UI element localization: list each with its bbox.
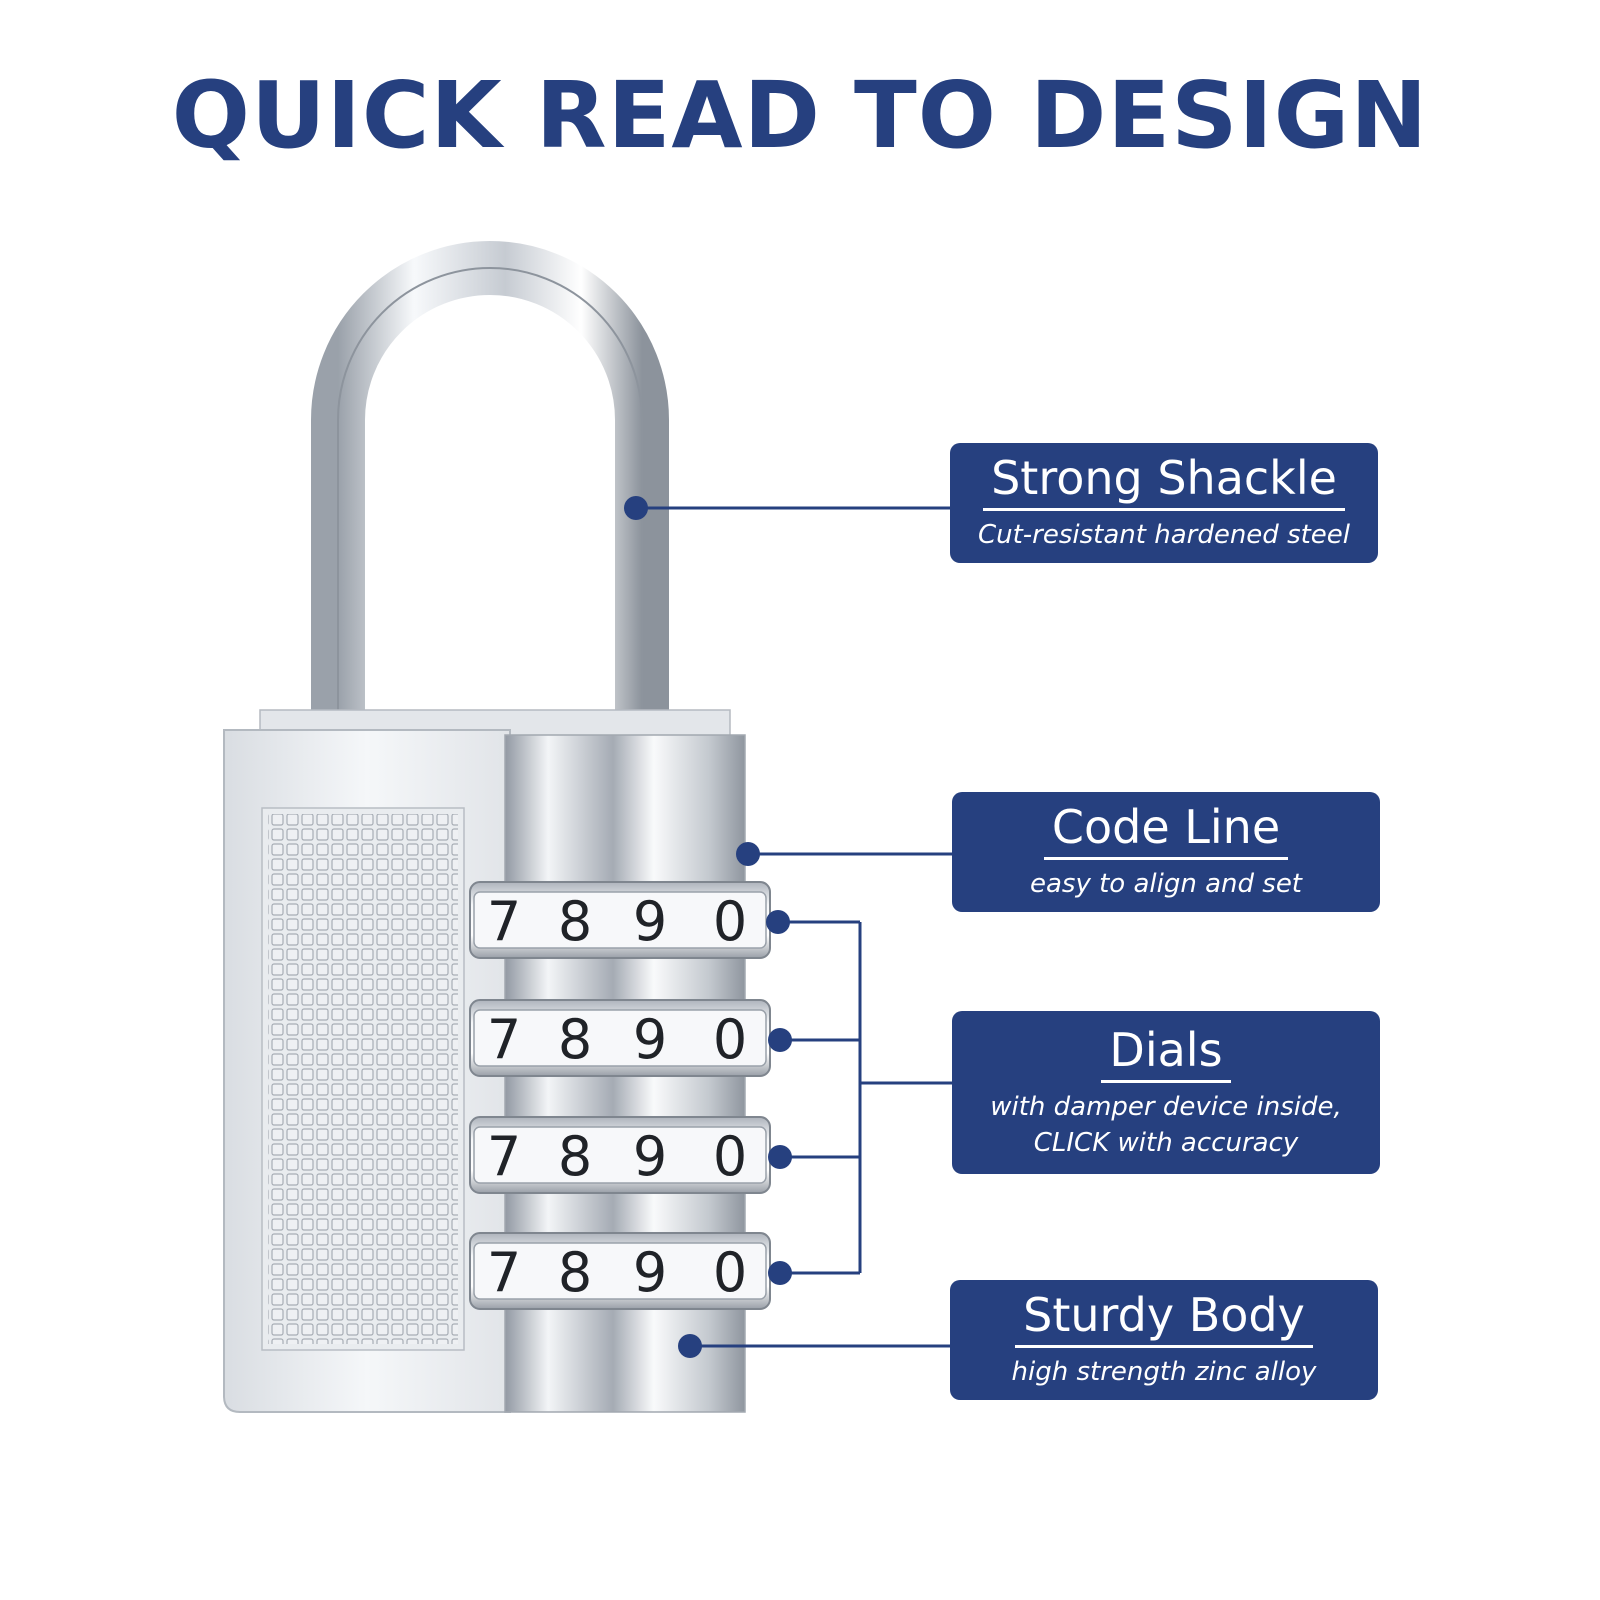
- callout-subtitle-line1: with damper device inside,: [990, 1091, 1342, 1122]
- dial-digit: 8: [558, 1125, 592, 1188]
- dial-digit: 7: [487, 1241, 521, 1304]
- callout-dials: Dials with damper device inside, CLICK w…: [952, 1011, 1380, 1174]
- callout-sturdy-body: Sturdy Body high strength zinc alloy: [950, 1280, 1378, 1400]
- leader-dots: [624, 496, 792, 1358]
- dial-digit: 9: [633, 1241, 667, 1304]
- dial-digit: 0: [713, 890, 747, 953]
- callout-code-line: Code Line easy to align and set: [952, 792, 1380, 912]
- leader-lines: [636, 506, 952, 1348]
- dial-digit: 8: [558, 1241, 592, 1304]
- dial-digit: 7: [487, 1125, 521, 1188]
- dial-digit: 7: [487, 890, 521, 953]
- dial-digit: 8: [558, 890, 592, 953]
- padlock-body: [223, 729, 511, 1413]
- dial-digit: 0: [713, 1241, 747, 1304]
- callout-title: Strong Shackle: [983, 453, 1345, 511]
- callout-title: Code Line: [1043, 802, 1289, 860]
- dial-digit: 8: [558, 1008, 592, 1071]
- callout-subtitle: high strength zinc alloy: [1011, 1356, 1317, 1387]
- callout-subtitle: Cut-resistant hardened steel: [977, 519, 1351, 550]
- callout-subtitle-line2: CLICK with accuracy: [1033, 1127, 1299, 1158]
- callout-strong-shackle: Strong Shackle Cut-resistant hardened st…: [950, 443, 1378, 563]
- page-title: QUICK READ TO DESIGN: [171, 62, 1429, 169]
- callout-title: Dials: [1101, 1025, 1231, 1083]
- callout-subtitle: easy to align and set: [1029, 868, 1303, 899]
- dial-digit: 0: [713, 1008, 747, 1071]
- callout-title: Sturdy Body: [1015, 1290, 1313, 1348]
- dial-digit: 0: [713, 1125, 747, 1188]
- dial-digit: 9: [633, 1125, 667, 1188]
- dial-digit: 9: [633, 890, 667, 953]
- dial-digit: 9: [633, 1008, 667, 1071]
- shackle: [311, 241, 669, 740]
- dial-digit: 7: [487, 1008, 521, 1071]
